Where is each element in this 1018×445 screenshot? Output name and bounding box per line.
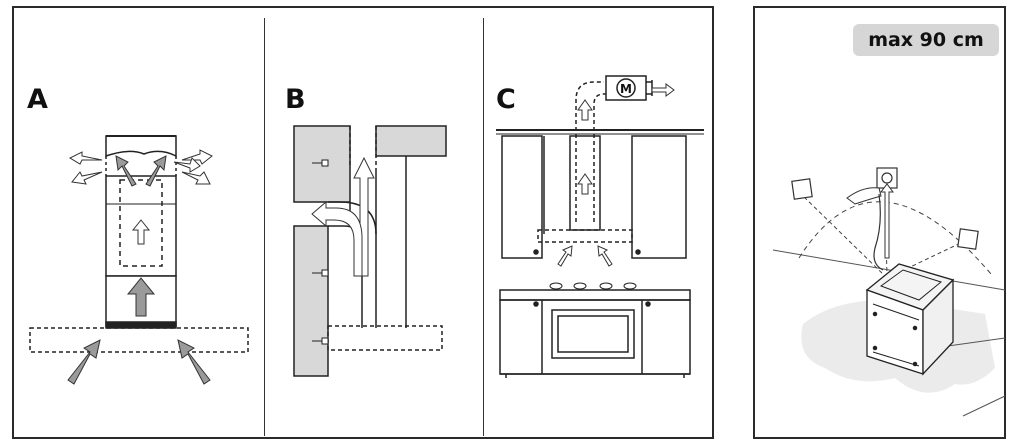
section-c-label: C <box>496 84 516 115</box>
section-c-drawing <box>496 75 704 378</box>
installation-modes-panel: A B C <box>12 6 714 439</box>
hood-unit <box>865 263 955 376</box>
section-b-airflow-arrows <box>311 156 375 277</box>
section-a-label: A <box>27 84 48 115</box>
section-c-airflow-arrows <box>557 83 675 267</box>
electrical-connection-panel: max 90 cm <box>753 6 1006 439</box>
divider-ab <box>264 18 265 436</box>
section-b-drawing <box>293 125 447 377</box>
motor-label: M <box>620 82 632 96</box>
section-b-label: B <box>285 84 306 115</box>
installation-modes-drawing: M <box>29 75 704 385</box>
electrical-connection-drawing <box>772 167 1006 417</box>
max-height-badge: max 90 cm <box>853 24 999 56</box>
divider-bc <box>483 18 484 436</box>
section-a-drawing <box>29 135 249 353</box>
section-a-airflow-arrows <box>67 149 213 385</box>
wall-sockets <box>791 167 979 250</box>
